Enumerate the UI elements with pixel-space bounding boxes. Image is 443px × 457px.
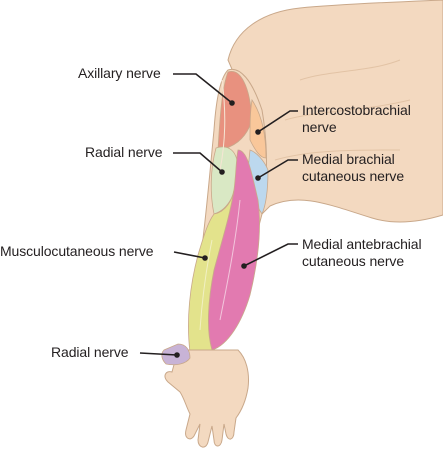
leader-musculocutaneous: [173, 251, 206, 259]
leader-axillary-dot: [229, 100, 235, 106]
hand-shape: [164, 349, 249, 448]
leader-axillary: [173, 73, 233, 104]
label-radial-nerve-lower: Radial nerve: [51, 344, 129, 360]
axillary-region: [217, 71, 253, 151]
leader-medial-antebrachial-dot: [241, 263, 247, 269]
leader-radial-upper-dot: [219, 169, 225, 175]
intercostobrachial-region: [249, 98, 267, 159]
leader-radial-upper: [173, 152, 223, 173]
leader-medial-antebrachial: [243, 243, 298, 267]
label-medial-antebrachial-cutaneous-nerve: Medial antebrachial cutaneous nerve: [302, 236, 422, 269]
label-intercostobrachial-nerve: Intercostobrachial nerve: [302, 102, 411, 135]
label-axillary-nerve: Axillary nerve: [78, 65, 161, 81]
radial-upper-region: [210, 146, 239, 215]
label-musculocutaneous-nerve: Musculocutaneous nerve: [0, 243, 154, 259]
leader-radial-lower: [139, 352, 178, 356]
leader-medial-brachial-dot: [255, 175, 261, 181]
leader-radial-lower-dot: [174, 352, 180, 358]
leader-intercostobrachial: [257, 110, 298, 133]
leader-lines: [139, 73, 298, 358]
label-medial-brachial-cutaneous-nerve: Medial brachial cutaneous nerve: [302, 151, 405, 184]
leader-medial-brachial: [257, 159, 298, 179]
leader-intercostobrachial-dot: [255, 129, 261, 135]
label-radial-nerve-upper: Radial nerve: [85, 144, 163, 160]
musculocutaneous-region: [188, 189, 235, 353]
leader-musculocutaneous-dot: [202, 255, 208, 261]
